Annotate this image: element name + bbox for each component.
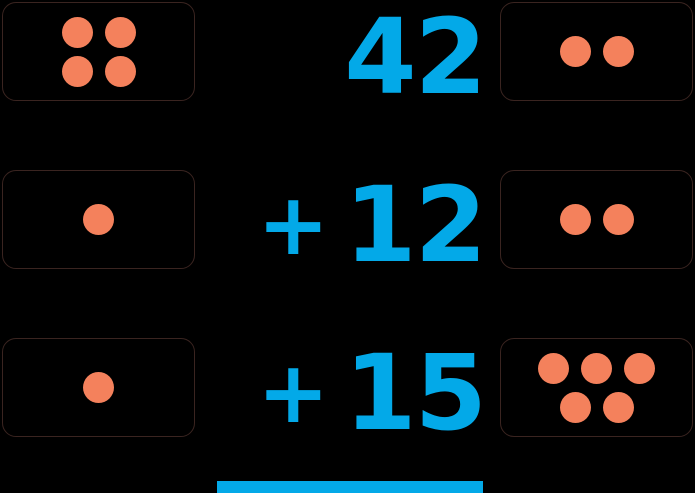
counter-dot-icon	[602, 204, 634, 235]
sum-rule-line	[217, 481, 483, 493]
operator-symbol: +	[257, 175, 329, 275]
counter-dot-icon	[538, 352, 569, 384]
counter-dot-icon	[602, 391, 634, 423]
counter-dot-icon	[83, 372, 114, 403]
ones-dot-box[interactable]	[500, 170, 693, 269]
addend-number: 15	[344, 332, 487, 454]
tens-dot-field	[3, 171, 194, 268]
counter-dot-icon	[61, 55, 93, 87]
counter-dot-icon	[104, 16, 136, 48]
ones-dot-field	[501, 3, 692, 100]
dot-row	[83, 372, 114, 403]
ones-dot-box[interactable]	[500, 2, 693, 101]
counter-dot-icon	[602, 36, 634, 67]
tens-dot-field	[3, 339, 194, 436]
counter-dot-icon	[559, 391, 591, 423]
addend-number: 12	[344, 164, 487, 286]
number-expression: + 12	[200, 164, 487, 286]
addend-number: 42	[344, 0, 487, 118]
dot-row	[83, 204, 114, 235]
counter-dot-icon	[61, 16, 93, 48]
tens-dot-box[interactable]	[2, 170, 195, 269]
counter-dot-icon	[624, 352, 655, 384]
counter-dot-icon	[581, 352, 612, 384]
counter-dot-icon	[559, 36, 591, 67]
problem-row: 42	[0, 2, 695, 112]
dot-row	[61, 55, 136, 87]
counter-dot-icon	[83, 204, 114, 235]
number-expression: + 15	[200, 332, 487, 454]
problem-row: + 15	[0, 338, 695, 448]
dot-row	[559, 204, 634, 235]
problem-row: + 12	[0, 170, 695, 280]
operator-symbol: +	[257, 343, 329, 443]
counter-dot-icon	[104, 55, 136, 87]
ones-dot-field	[501, 339, 692, 436]
dot-row	[538, 352, 655, 384]
ones-dot-field	[501, 171, 692, 268]
ones-dot-box[interactable]	[500, 338, 693, 437]
dot-row	[559, 36, 634, 67]
dot-row	[559, 391, 634, 423]
number-expression: 42	[200, 0, 487, 118]
dot-row	[61, 16, 136, 48]
tens-dot-box[interactable]	[2, 2, 195, 101]
counter-dot-icon	[559, 204, 591, 235]
tens-dot-box[interactable]	[2, 338, 195, 437]
tens-dot-field	[3, 3, 194, 100]
